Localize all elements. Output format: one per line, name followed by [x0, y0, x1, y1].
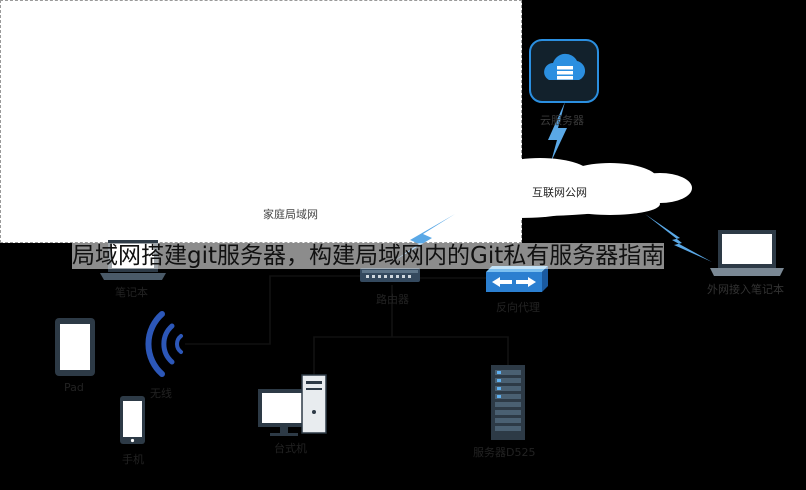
desktop-label: 台式机	[274, 442, 307, 455]
internet-cloud-icon	[414, 158, 692, 218]
link-internet-laptop-icon	[645, 214, 712, 262]
external-laptop-label: 外网接入笔记本	[707, 283, 784, 296]
cable-router-wireless	[185, 275, 360, 345]
external-laptop-icon	[710, 230, 784, 276]
internet-label: 互联网公网	[532, 186, 587, 199]
server-label: 服务器D525	[473, 446, 536, 459]
reverse-proxy-label: 反向代理	[496, 301, 540, 314]
router-label: 路由器	[376, 293, 409, 306]
cloud-server-icon	[529, 39, 599, 103]
page-title: 局域网搭建git服务器，构建局域网内的Git私有服务器指南	[72, 236, 665, 270]
wireless-label: 无线	[150, 387, 172, 400]
laptop-label: 笔记本	[115, 286, 148, 299]
reverse-proxy-icon	[486, 266, 548, 292]
wireless-icon	[145, 311, 183, 377]
page-title-text: 局域网搭建git服务器，构建局域网内的Git私有服务器指南	[72, 243, 665, 269]
link-cloud-internet-icon	[548, 102, 567, 162]
desktop-icon	[258, 374, 327, 436]
pad-label: Pad	[64, 381, 84, 394]
cloud-server-label: 云服务器	[540, 114, 584, 127]
pad-icon	[55, 318, 95, 376]
phone-icon	[120, 396, 145, 444]
cable-lan-distribution	[313, 336, 509, 375]
router-icon	[360, 268, 420, 282]
link-internet-router-icon	[392, 214, 455, 262]
network-cables	[185, 275, 509, 375]
server-icon	[491, 365, 525, 440]
home-lan-label: 家庭局域网	[263, 208, 318, 221]
phone-label: 手机	[122, 453, 144, 466]
